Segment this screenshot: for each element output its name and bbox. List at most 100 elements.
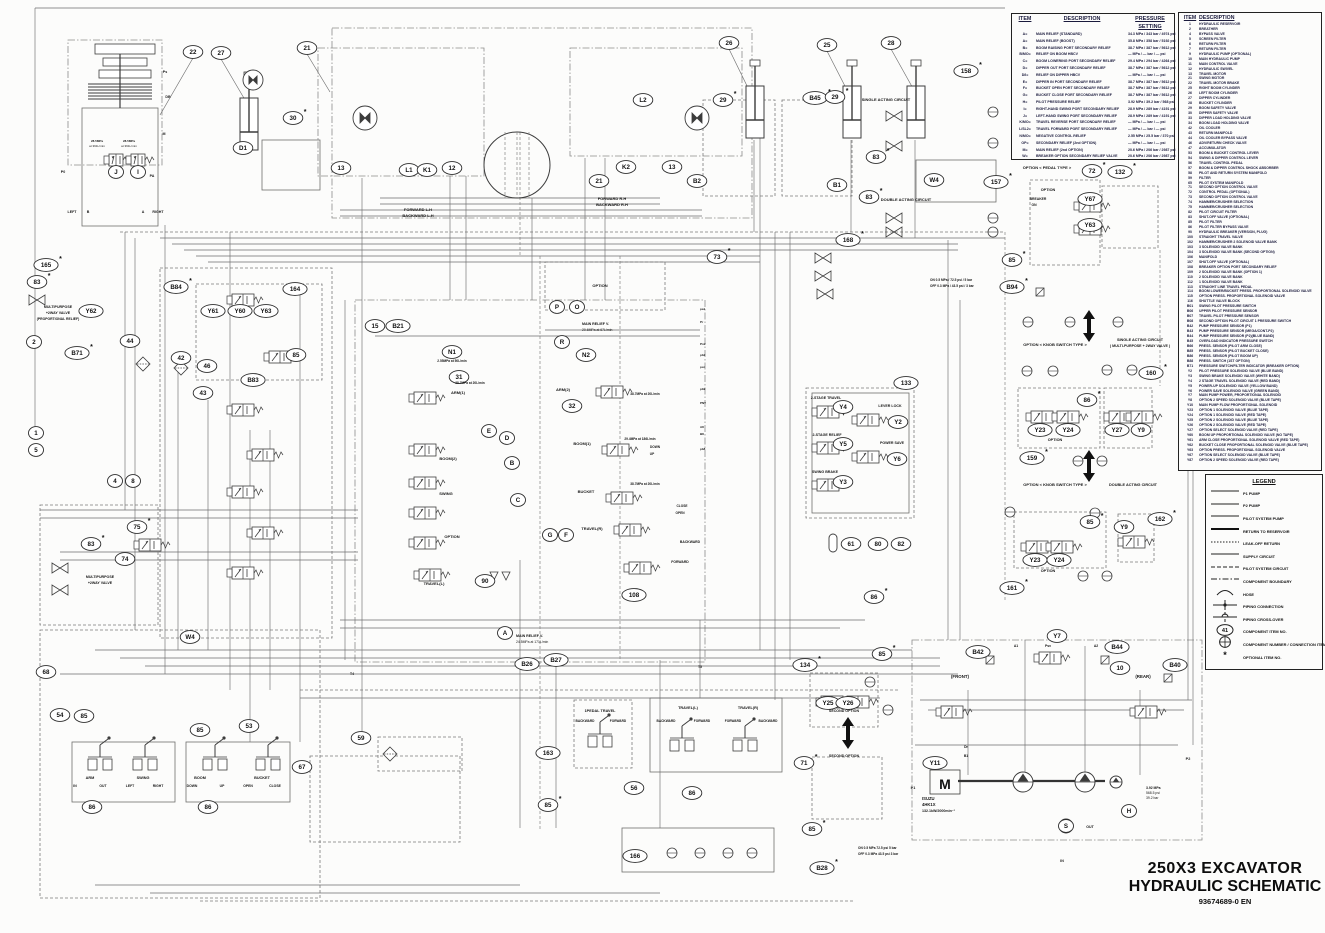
callout-B44: B44 xyxy=(1104,640,1130,654)
schematic-label: BACKWARD xyxy=(576,719,596,723)
svg-text:G: G xyxy=(548,532,553,539)
legend-entry: LEAK-OFF RETURN xyxy=(1209,537,1319,550)
callout-B26: B26 xyxy=(514,657,540,671)
callout-13: 13 xyxy=(330,161,352,175)
schematic-label: 3.92 MPa xyxy=(1146,786,1161,790)
schematic-label: CLOSE xyxy=(677,504,688,508)
callout-H: H xyxy=(1121,804,1137,818)
callout-85: 85 xyxy=(285,348,307,362)
dashdot-legend-icon xyxy=(1209,572,1243,590)
schematic-label: 28.5MPa xyxy=(91,139,103,143)
svg-text:*: * xyxy=(90,344,93,351)
callout-85: 85 xyxy=(73,709,95,723)
svg-text:*: * xyxy=(1098,391,1101,398)
schematic-label: A2 xyxy=(1094,644,1098,648)
svg-text:*: * xyxy=(1101,513,1104,520)
callout-L2: L2 xyxy=(632,93,654,107)
svg-text:26: 26 xyxy=(726,40,733,47)
schematic-label: SECOND OPTION xyxy=(829,754,860,758)
svg-text:86: 86 xyxy=(689,790,696,797)
legend-entry-label: RETURN TO RESERVOIR xyxy=(1243,528,1290,534)
schematic-label: TRAVEL(L) xyxy=(424,581,445,586)
schematic-label: B xyxy=(87,210,90,214)
svg-text:Y6: Y6 xyxy=(893,456,901,463)
schematic-label: pb2 xyxy=(700,353,706,357)
svg-text:86: 86 xyxy=(205,804,212,811)
callout-157: 157* xyxy=(983,173,1012,189)
svg-text:159: 159 xyxy=(1027,455,1038,462)
callout-82: 82 xyxy=(890,537,912,551)
callout-22: 22 xyxy=(182,45,204,59)
schematic-label: FORWARD R.H xyxy=(598,196,627,201)
legend-entry-label: COMPONENT NUMBER / CONNECTION ITEM NO. xyxy=(1243,641,1325,647)
svg-text:*: * xyxy=(59,256,62,263)
schematic-label: SINGLE ACTING CIRCUIT xyxy=(862,97,911,102)
callout-K2: K2 xyxy=(615,160,637,174)
callout-O: O xyxy=(569,300,585,314)
callout-31: 31 xyxy=(448,370,470,384)
callout-85: 85* xyxy=(801,820,826,836)
callout-R: R xyxy=(554,335,570,349)
svg-text:B1: B1 xyxy=(833,182,841,189)
callout-B27: B27 xyxy=(543,653,569,667)
schematic-label: A1 xyxy=(1014,644,1018,648)
schematic-label: SWING BRAKE xyxy=(812,470,839,474)
schematic-label: OPTION < PEDAL TYPE > xyxy=(1023,165,1072,170)
schematic-label: LEFT xyxy=(68,210,78,214)
svg-text:*: * xyxy=(304,109,307,116)
drawing-title-line1: 250X3 EXCAVATOR xyxy=(1147,860,1303,877)
schematic-label: OUT xyxy=(1086,825,1094,829)
legend-entry-label: HOSE xyxy=(1243,591,1255,597)
schematic-label: 28.5MPa xyxy=(123,139,135,143)
callout-B42: B42 xyxy=(965,645,991,659)
svg-text:161: 161 xyxy=(1007,585,1018,592)
callout-Y9: Y9 xyxy=(1130,423,1152,437)
legend-entry: HOSE xyxy=(1209,588,1319,601)
callout-85: 85* xyxy=(537,796,562,812)
svg-text:B: B xyxy=(510,460,515,467)
callout-A: A xyxy=(497,626,513,640)
svg-text:86: 86 xyxy=(871,594,878,601)
schematic-label: OPTION xyxy=(1048,438,1063,442)
schematic-label: FORWARD L.H xyxy=(404,207,432,212)
callout-12: 12 xyxy=(441,161,463,175)
callout-Y60: Y60 xyxy=(227,304,253,318)
callout-2: 2 xyxy=(26,335,42,349)
svg-text:B40: B40 xyxy=(1169,662,1181,669)
svg-text:165: 165 xyxy=(41,262,52,269)
schematic-label: 24.5MPa at 171L/min xyxy=(516,640,548,644)
svg-text:27: 27 xyxy=(218,50,225,57)
solid-legend-icon xyxy=(1209,484,1243,502)
legend-entry: PILOT SYSTEM CIRCUIT xyxy=(1209,563,1319,576)
svg-text:10: 10 xyxy=(1117,665,1124,672)
legend-entry: P1 PUMP xyxy=(1209,487,1319,500)
callout-21: 21 xyxy=(588,174,610,188)
callout-Y24: Y24 xyxy=(1055,423,1081,437)
table-row: B/MO=RELIEF ON BOOM HBCV— MPa / — bar / … xyxy=(1019,52,1166,57)
schematic-label: BOOM(1) xyxy=(573,441,591,446)
thick-legend-icon xyxy=(1209,522,1243,540)
schematic-label: IN xyxy=(73,784,77,788)
svg-text:Y9: Y9 xyxy=(1137,427,1145,434)
callout-B71: B71* xyxy=(64,344,93,360)
schematic-label: BACKWARD xyxy=(680,540,701,544)
schematic-label: ISUZU xyxy=(922,796,935,801)
legend-entry: COMPONENT BOUNDARY xyxy=(1209,575,1319,588)
schematic-label: TRAVEL(R) xyxy=(581,526,603,531)
svg-text:*: * xyxy=(835,859,838,866)
